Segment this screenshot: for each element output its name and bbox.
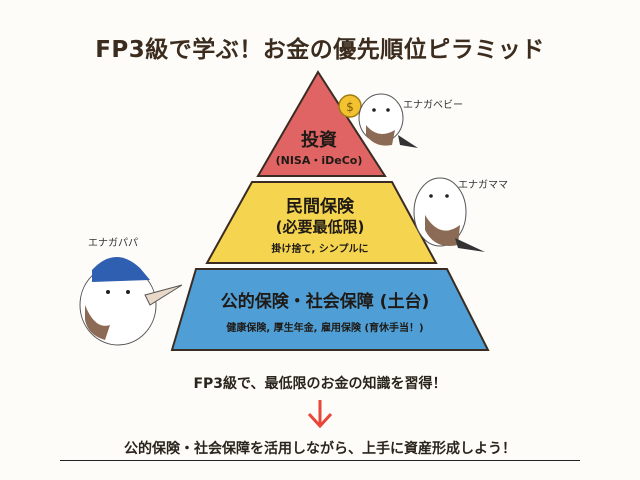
mama-bird-illustration [413, 177, 485, 252]
tier-middle-title: 民間保険 [286, 197, 354, 217]
papa-bird-label: エナガパパ [88, 238, 138, 249]
pyramid-tier-top [256, 70, 387, 177]
tier-top-title: 投資 [301, 130, 337, 151]
page-title: FP3級で学ぶ！お金の優先順位ピラミッド [95, 37, 545, 63]
svg-text:$: $ [346, 100, 354, 114]
tier-top-subtitle: (NISA・iDeCo) [275, 154, 363, 167]
pyramid-tier-bottom [170, 268, 490, 351]
pyramid-tier-middle [205, 181, 438, 264]
tier-bottom-note: 健康保険, 厚生年金, 雇用保険 (育休手当！) [226, 323, 424, 334]
tier-middle-subtitle: (必要最低限) [275, 218, 365, 236]
baby-bird-label: エナガベビー [403, 100, 463, 111]
papa-bird-illustration [79, 256, 183, 346]
tier-middle-note: 掛け捨て, シンプルに [271, 244, 369, 255]
tier-bottom-title: 公的保険・社会保障 (土台) [220, 292, 430, 312]
conclusion-text: 公的保険・社会保障を活用しながら、上手に資産形成しよう！ [60, 438, 580, 461]
down-arrow-icon [307, 400, 333, 429]
message-text: FP3級で、最低限のお金の知識を習得！ [193, 376, 447, 392]
baby-bird-illustration: $ [338, 93, 418, 148]
mama-bird-label: エナガママ [458, 180, 508, 191]
coin-icon [338, 94, 362, 118]
